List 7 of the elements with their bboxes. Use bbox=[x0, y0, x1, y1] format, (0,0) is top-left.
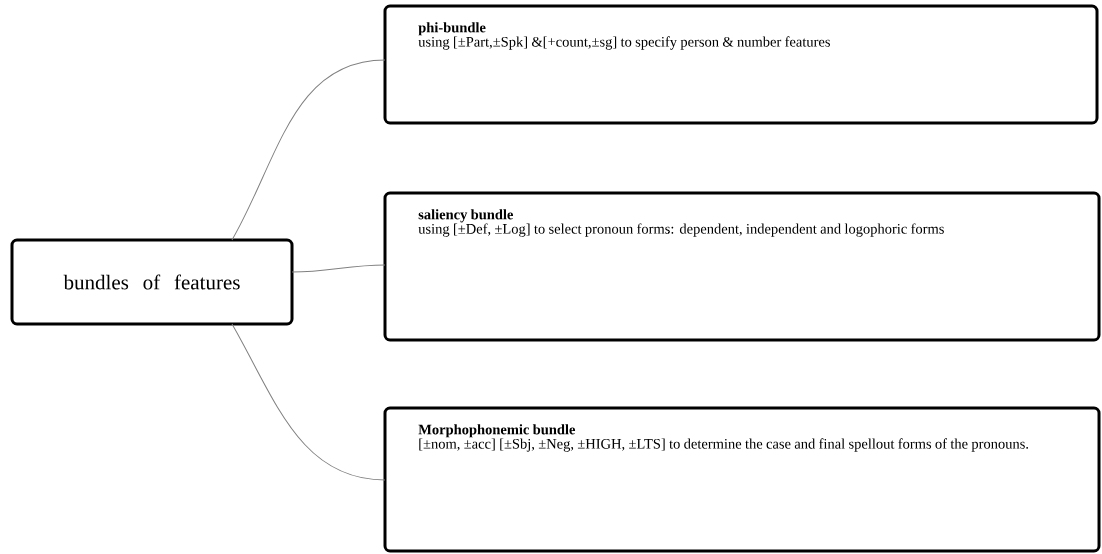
connector-line bbox=[291, 264, 386, 273]
connector-line bbox=[231, 323, 386, 481]
connector-line bbox=[231, 59, 386, 241]
text-box: saliency bundle using [±Def, ±Log] to select pronoun forms: dependent, independent and logophoric forms bbox=[383, 191, 1101, 342]
text-box: phi-bundle using [±Part,±Spk] &[+count,±sg] to specify person & number features bbox=[383, 4, 1099, 125]
text-box: Morphophonemic bundle [±nom, ±acc] [±Sbj, ±Neg, ±HIGH, ±LTS] to determine the case and final spellout forms of the pronouns. bbox=[383, 406, 1101, 553]
text-box: bundles of features bbox=[10, 238, 294, 326]
